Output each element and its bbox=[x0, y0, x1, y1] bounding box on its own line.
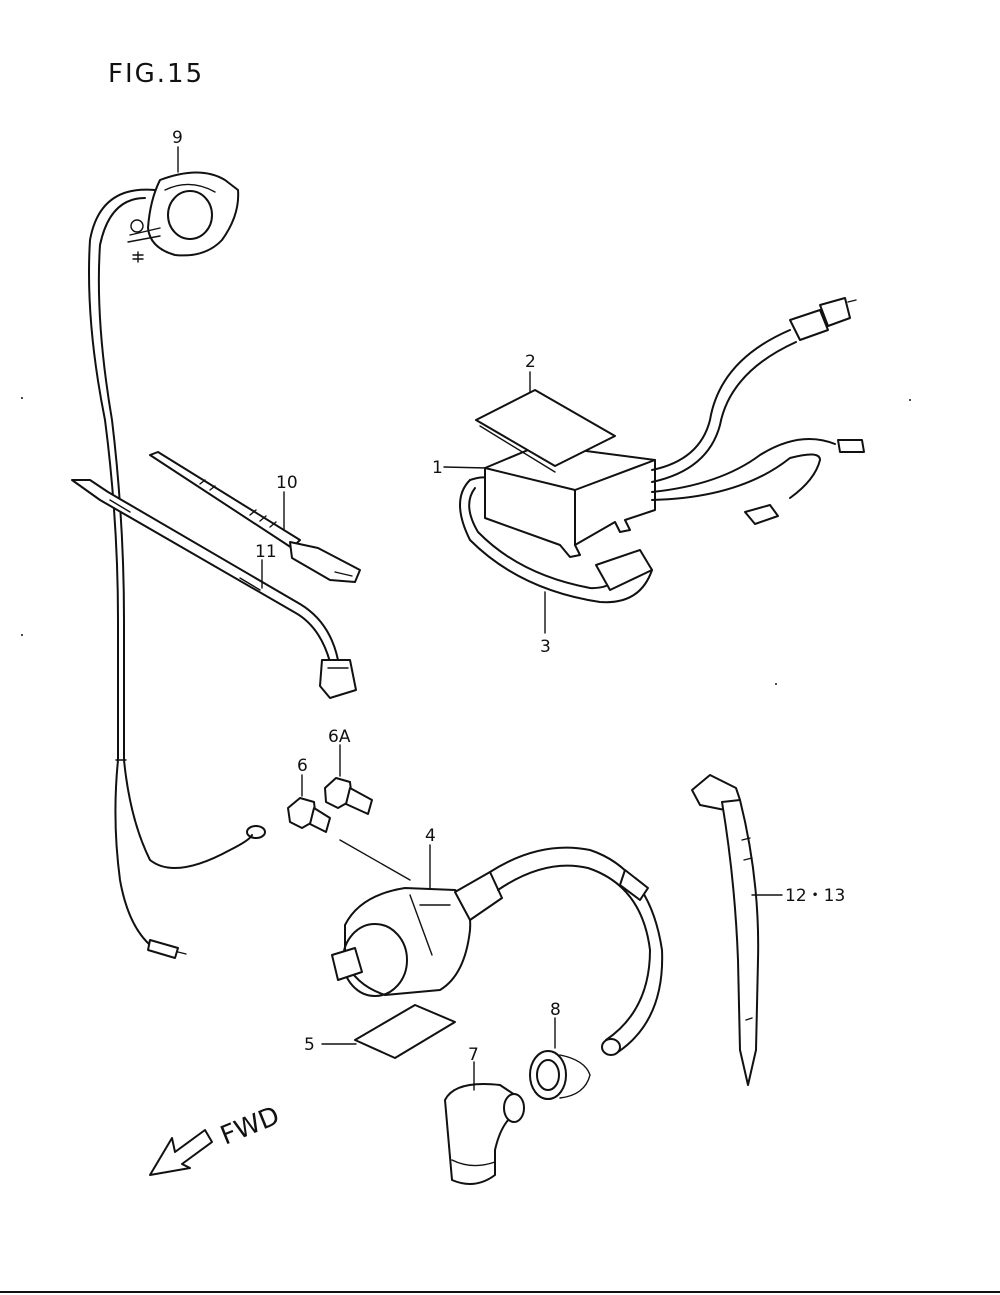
scan-dot bbox=[21, 397, 23, 399]
part-label-1: 1 bbox=[432, 458, 443, 478]
part-label-12-13: 12・13 bbox=[785, 886, 845, 906]
cable-tie-11 bbox=[71, 479, 357, 699]
grommet-8 bbox=[529, 1050, 591, 1100]
forward-arrow-icon bbox=[149, 1129, 213, 1176]
bolt-6a bbox=[324, 777, 373, 815]
part-label-6a: 6A bbox=[328, 727, 351, 747]
part-label-10: 10 bbox=[276, 473, 298, 493]
scan-dot bbox=[775, 683, 777, 685]
leader-line-1 bbox=[443, 466, 488, 469]
part-label-7: 7 bbox=[468, 1045, 479, 1065]
figure-title: FIG.15 bbox=[108, 59, 204, 89]
part-label-2: 2 bbox=[525, 352, 536, 372]
bolt-guide-line bbox=[339, 839, 411, 881]
part-label-11: 11 bbox=[255, 542, 277, 562]
forward-direction-label: FWD bbox=[216, 1101, 284, 1152]
part-label-8: 8 bbox=[550, 1000, 561, 1020]
spark-plug-cap-7 bbox=[444, 1083, 525, 1185]
cable-tie-12-13 bbox=[691, 774, 760, 1086]
ignition-coil bbox=[331, 846, 664, 1056]
cable-tie-10 bbox=[149, 451, 361, 583]
part-label-5: 5 bbox=[304, 1035, 315, 1055]
bolt-6 bbox=[287, 797, 331, 833]
part-label-4: 4 bbox=[425, 826, 436, 846]
cdi-unit-assembly bbox=[459, 297, 865, 604]
pad-5 bbox=[354, 1004, 456, 1059]
part-label-3: 3 bbox=[540, 637, 551, 657]
scan-dot bbox=[909, 399, 911, 401]
scan-dot bbox=[21, 634, 23, 636]
part-label-9: 9 bbox=[172, 128, 183, 148]
part-label-6: 6 bbox=[297, 756, 308, 776]
pickup-coil-assembly bbox=[88, 171, 266, 959]
